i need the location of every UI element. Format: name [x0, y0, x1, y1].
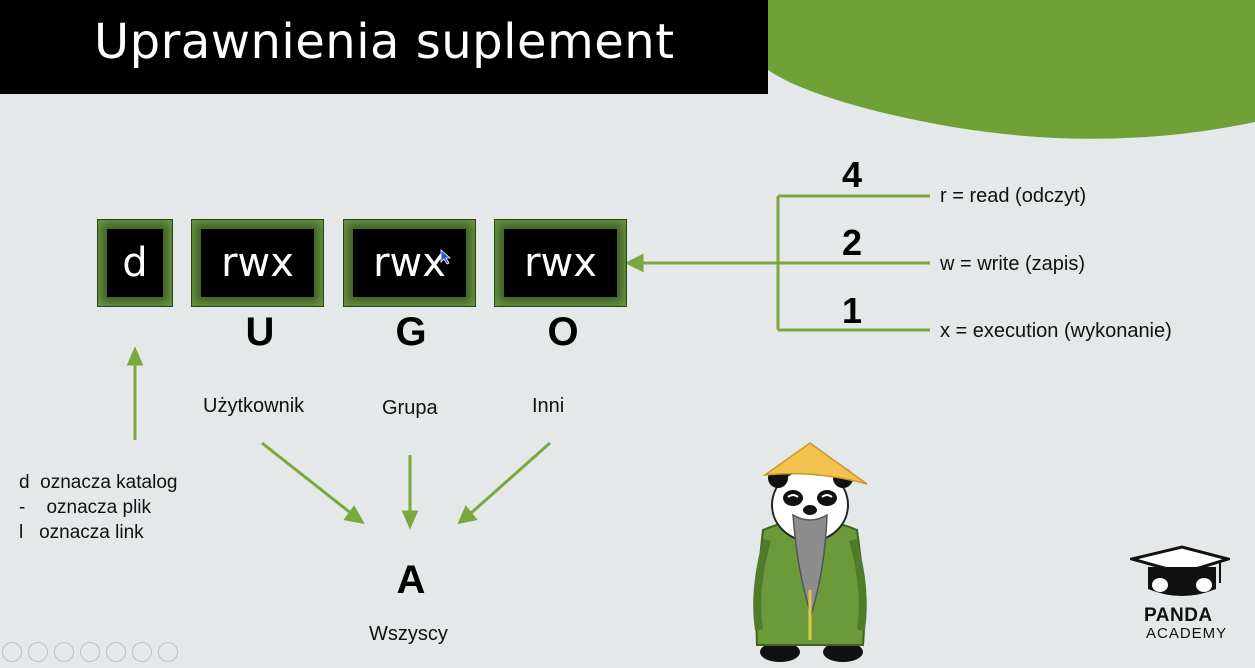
prev-slide-icon[interactable]: [2, 642, 22, 662]
more-icon[interactable]: [158, 642, 178, 662]
group-label: Grupa: [382, 397, 438, 419]
slide-title: Uprawnienia suplement: [94, 14, 675, 70]
panda-mascot-icon: [753, 442, 868, 662]
arrow-up-head: [126, 346, 144, 366]
logo-line1: PANDA: [1144, 605, 1213, 626]
legend-symbol: d: [19, 472, 30, 493]
write-label: w = write (zapis): [940, 253, 1086, 275]
all-label: Wszyscy: [369, 623, 448, 645]
arrow-others-to-all-line: [469, 441, 551, 516]
execute-weight: 1: [841, 290, 863, 331]
legend-item-link: l oznacza link: [19, 522, 144, 544]
arrow-user-to-all-head: [343, 505, 365, 525]
legend-text: oznacza katalog: [40, 472, 178, 493]
legend-symbol: -: [19, 497, 26, 518]
others-label: Inni: [532, 395, 565, 417]
legend-item-directory: d oznacza katalog: [19, 472, 177, 494]
green-arc-shape: [768, 0, 1255, 139]
pen-icon[interactable]: [54, 642, 74, 662]
others-perm-box: rwx: [494, 219, 627, 307]
mouse-cursor-icon: [440, 249, 452, 265]
write-weight: 2: [841, 222, 863, 263]
legend-text: oznacza link: [39, 522, 144, 543]
read-label: r = read (odczyt): [940, 185, 1087, 207]
execute-label: x = execution (wykonanie): [940, 320, 1172, 342]
group-perm-box: rwx: [343, 219, 476, 307]
user-perm-box: rwx: [191, 219, 324, 307]
logo-line2: ACADEMY: [1146, 625, 1228, 642]
others-perm-text: rwx: [504, 229, 617, 297]
user-label: Użytkownik: [203, 395, 305, 417]
zoom-icon[interactable]: [106, 642, 126, 662]
arrow-others-to-all-head: [457, 505, 478, 525]
legend-text: oznacza plik: [46, 497, 152, 518]
arrow-group-to-all-head: [401, 510, 419, 530]
slides-icon[interactable]: [80, 642, 100, 662]
graduation-cap-logo-icon: [1130, 545, 1230, 596]
legend-symbol: l: [19, 522, 24, 543]
group-letter: G: [395, 310, 427, 354]
user-perm-text: rwx: [201, 229, 314, 297]
all-letter: A: [396, 558, 426, 602]
arrow-to-others-head: [624, 253, 644, 273]
legend-item-file: - oznacza plik: [19, 497, 151, 519]
others-letter: O: [547, 310, 579, 354]
arrow-user-to-all-line: [261, 441, 353, 516]
type-box: d: [97, 219, 173, 307]
type-box-text: d: [107, 229, 163, 297]
presentation-toolbar: [2, 642, 178, 662]
title-bar: [0, 0, 768, 94]
user-letter: U: [245, 310, 275, 354]
subtitles-icon[interactable]: [132, 642, 152, 662]
next-slide-icon[interactable]: [28, 642, 48, 662]
read-weight: 4: [841, 154, 863, 195]
